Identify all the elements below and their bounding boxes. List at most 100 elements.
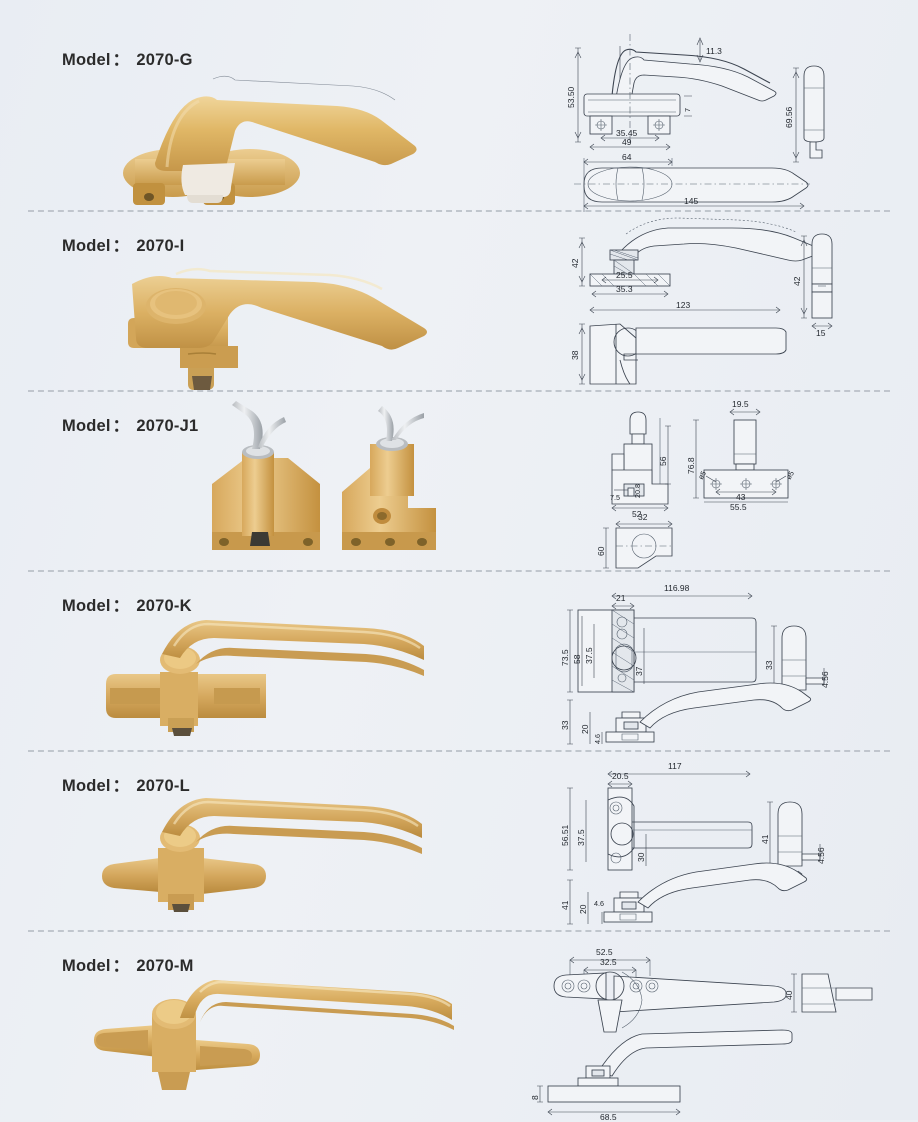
dimension-value: 35.45 xyxy=(616,128,638,138)
model-number: 2070-J1 xyxy=(136,417,199,435)
model-word: Model xyxy=(62,237,111,255)
model-number: 2070-K xyxy=(136,597,192,615)
dimension-value: 117 xyxy=(668,761,682,771)
dimension-value: ø5 xyxy=(784,469,796,481)
row-separator xyxy=(28,750,890,752)
dimension-value: 42 xyxy=(570,258,580,268)
dimension-value: 30 xyxy=(636,852,646,862)
technical-drawing-2070-j1: 56 7.5 20.8 52 19.5 xyxy=(588,398,808,570)
dimension-value: 40 xyxy=(784,990,794,1000)
dimension-value: 37.5 xyxy=(584,647,594,664)
dimension-value: 52 xyxy=(632,509,642,519)
product-row-2070-j1: Model： 2070-J1 xyxy=(0,392,918,572)
model-separator: ： xyxy=(112,417,130,435)
technical-drawing-2070-m: 52.5 32.5 40 xyxy=(512,944,908,1122)
model-label-2070-j1: Model： 2070-J1 xyxy=(62,412,198,436)
dimension-value: 37 xyxy=(634,666,644,676)
model-word: Model xyxy=(62,51,111,69)
model-separator: ： xyxy=(112,51,130,69)
technical-drawing-2070-k: 116.98 21 73.5 58 37.5 xyxy=(556,582,906,750)
product-photo-2070-i xyxy=(88,250,448,395)
dimension-value: 4.6 xyxy=(593,734,602,744)
dimension-value: 68.5 xyxy=(600,1112,617,1122)
product-row-2070-l: Model： 2070-L xyxy=(0,752,918,932)
dimension-value: 4.56 xyxy=(820,671,830,688)
dimension-value: 20 xyxy=(578,904,588,914)
dimension-value: 43 xyxy=(736,492,746,502)
dimension-value: 8 xyxy=(530,1095,540,1100)
dimension-value: 4.56 xyxy=(816,847,826,864)
model-label-2070-i: Model： 2070-I xyxy=(62,232,184,256)
product-row-2070-i: Model： 2070-I xyxy=(0,212,918,392)
dimension-value: 35.3 xyxy=(616,284,633,294)
model-word: Model xyxy=(62,597,111,615)
dimension-value: 56.51 xyxy=(560,824,570,846)
dimension-value: 20 xyxy=(580,724,590,734)
model-word: Model xyxy=(62,777,111,795)
dimension-value: 21 xyxy=(616,593,626,603)
dimension-value: 7 xyxy=(683,108,692,112)
dimension-value: 20.5 xyxy=(612,771,629,781)
technical-drawing-2070-l: 117 20.5 56.51 37.5 30 xyxy=(556,760,906,928)
dimension-value: 32.5 xyxy=(600,957,617,967)
dimension-value: 15 xyxy=(816,328,826,338)
row-separator xyxy=(28,210,890,212)
dimension-value: 37.5 xyxy=(576,829,586,846)
model-separator: ： xyxy=(112,237,130,255)
dimension-value: 55.5 xyxy=(730,502,747,512)
product-photo-2070-j1 xyxy=(190,401,480,566)
row-separator xyxy=(28,570,890,572)
model-word: Model xyxy=(62,417,111,435)
model-separator: ： xyxy=(112,777,130,795)
dimension-value: 4.6 xyxy=(594,899,604,908)
model-separator: ： xyxy=(112,957,130,975)
product-photo-2070-l xyxy=(88,790,438,930)
dimension-value: 42 xyxy=(792,276,802,286)
dimension-value: 69.56 xyxy=(784,106,794,128)
dimension-value: 116.98 xyxy=(664,583,690,593)
technical-drawing-2070-i: 42 25.5 35.3 123 xyxy=(560,217,906,390)
dimension-value: 33 xyxy=(764,660,774,670)
dimension-value: 32 xyxy=(638,512,648,522)
row-separator xyxy=(28,390,890,392)
model-number: 2070-M xyxy=(136,957,194,975)
dimension-value: 49 xyxy=(622,137,632,147)
dimension-value: 123 xyxy=(676,300,690,310)
product-photo-2070-g xyxy=(95,55,455,210)
dimension-value: 19.5 xyxy=(732,399,749,409)
product-row-2070-k: Model： 2070-K xyxy=(0,572,918,752)
technical-drawing-2070-g: 53.50 11.3 7 35.45 xyxy=(560,26,906,212)
dimension-value: 58 xyxy=(572,654,582,664)
dimension-value: 73.5 xyxy=(560,649,570,666)
dimension-value: 52.5 xyxy=(596,947,613,957)
dimension-value: 64 xyxy=(622,152,632,162)
model-number: 2070-G xyxy=(136,51,193,69)
product-row-2070-m: Model： 2070-M xyxy=(0,932,918,1122)
dimension-value: 60 xyxy=(596,546,606,556)
product-photo-2070-m xyxy=(88,974,458,1090)
product-row-2070-g: Model： 2070-G xyxy=(0,0,918,212)
dimension-value: 33 xyxy=(560,720,570,730)
model-number: 2070-I xyxy=(136,237,185,255)
dimension-value: 20.8 xyxy=(633,484,642,498)
dimension-value: 76.8 xyxy=(686,457,696,474)
model-word: Model xyxy=(62,957,111,975)
dimension-value: 11.3 xyxy=(706,46,722,56)
model-label-2070-l: Model： 2070-L xyxy=(62,772,190,796)
dimension-value: ø5 xyxy=(696,469,708,481)
model-separator: ： xyxy=(112,597,130,615)
dimension-value: 56 xyxy=(658,456,668,466)
model-label-2070-k: Model： 2070-K xyxy=(62,592,192,616)
model-label-2070-g: Model： 2070-G xyxy=(62,46,193,70)
row-separator xyxy=(28,930,890,932)
dimension-value: 41 xyxy=(560,900,570,910)
model-number: 2070-L xyxy=(136,777,190,795)
product-photo-2070-k xyxy=(88,610,438,750)
dimension-value: 53.50 xyxy=(566,86,576,108)
dimension-value: 25.5 xyxy=(616,270,633,280)
dimension-value: 7.5 xyxy=(610,493,620,502)
model-label-2070-m: Model： 2070-M xyxy=(62,952,194,976)
dimension-value: 41 xyxy=(760,834,770,844)
dimension-value: 38 xyxy=(570,350,580,360)
